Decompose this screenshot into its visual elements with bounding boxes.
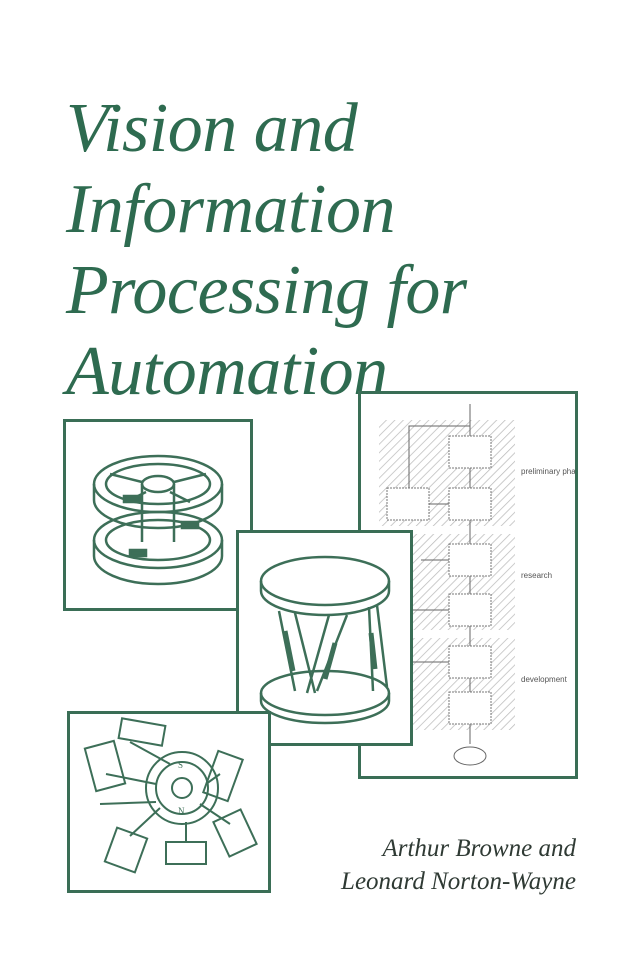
title-line: Processing for	[66, 252, 467, 329]
phase-label-preliminary: preliminary phase	[521, 467, 575, 476]
motor-assembly-illustration: S N	[67, 711, 271, 893]
svg-text:N: N	[178, 806, 185, 816]
svg-text:S: S	[178, 760, 183, 770]
author-line: Leonard Norton-Wayne	[341, 868, 576, 895]
double-ring-illustration	[63, 419, 253, 611]
title-line: Information	[66, 171, 395, 248]
author-line: Arthur Browne and	[382, 835, 576, 862]
title-line: Automation	[66, 333, 388, 410]
title-line: Vision and	[66, 90, 358, 167]
book-authors: Arthur Browne and Leonard Norton-Wayne	[341, 832, 576, 898]
book-title: Vision and Information Processing for Au…	[66, 88, 467, 412]
phase-label-research: research	[521, 571, 552, 580]
platform-illustration	[236, 530, 413, 746]
phase-label-development: development	[521, 675, 568, 684]
